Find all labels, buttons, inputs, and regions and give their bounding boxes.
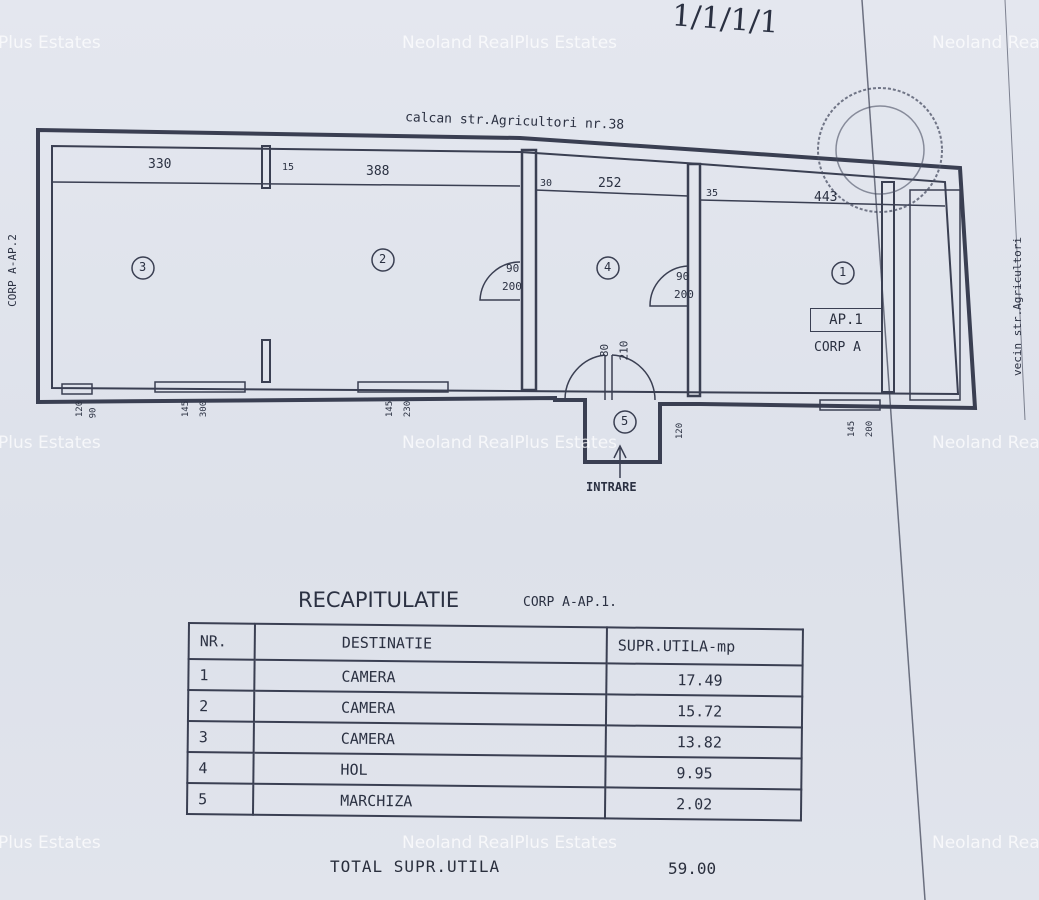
header-nr: NR.: [188, 623, 255, 660]
dim-label: 15: [282, 162, 295, 173]
window-dim: 230: [403, 400, 414, 418]
apartment-label: AP.1: [810, 308, 882, 332]
door-dim: 90: [506, 262, 520, 275]
room-number: 3: [139, 260, 147, 274]
cell-dest: CAMERA: [254, 659, 607, 695]
cell-nr: 2: [187, 690, 255, 722]
window-dim: 200: [865, 420, 876, 438]
watermark: Plus Estates: [0, 33, 101, 53]
room-number: 1: [839, 265, 847, 279]
table-row: 5 MARCHIZA 2.02: [186, 783, 802, 821]
cell-area: 2.02: [604, 787, 802, 821]
cell-area: 17.49: [606, 663, 803, 697]
cell-area-text: 9.95: [676, 763, 713, 783]
cell-dest-text: CAMERA: [340, 729, 396, 748]
header-dest: DESTINATIE: [254, 623, 607, 664]
watermark: Neoland Rea: [932, 433, 1039, 453]
cell-dest-text: CAMERA: [341, 698, 396, 717]
corp-label: CORP A: [814, 340, 861, 355]
room-number: 5: [621, 414, 629, 428]
corp-left-label: CORP A-AP.2: [5, 234, 19, 307]
cell-area-text: 15.72: [677, 701, 723, 721]
cell-area: 15.72: [605, 694, 803, 728]
room-number: 4: [604, 260, 612, 274]
window-dim: 145: [847, 420, 858, 438]
recap-subtitle: CORP A-AP.1.: [523, 595, 617, 610]
cell-dest: MARCHIZA: [252, 783, 606, 819]
recap-table: NR. DESTINATIE SUPR.UTILA-mp 1 CAMERA 17…: [186, 622, 804, 821]
door-dim: 90: [676, 270, 690, 283]
dim-label: 30: [540, 178, 553, 189]
recap-title: RECAPITULATIE: [298, 588, 460, 612]
cell-nr: 5: [186, 783, 254, 815]
window-dim: 90: [88, 407, 99, 419]
dim-label: 35: [706, 188, 719, 199]
cell-area: 9.95: [605, 756, 802, 790]
window-dim: 120: [75, 400, 86, 418]
cell-dest-text: MARCHIZA: [340, 791, 413, 810]
watermark: Neoland Rea: [932, 33, 1039, 53]
door-dim: 80: [598, 343, 612, 358]
entrance-label: INTRARE: [586, 480, 637, 494]
cell-dest: CAMERA: [253, 721, 606, 757]
cell-area-text: 17.49: [677, 670, 723, 690]
door-dim: 200: [674, 288, 694, 301]
cell-area-text: 2.02: [676, 794, 713, 813]
header-dest-text: DESTINATIE: [341, 633, 433, 653]
watermark: Plus Estates: [0, 433, 101, 453]
door-dim: 200: [502, 280, 522, 293]
dim-label: 330: [148, 157, 172, 172]
cell-area-text: 13.82: [676, 732, 723, 752]
header-area: SUPR.UTILA-mp: [606, 627, 803, 666]
dim-label: 388: [366, 164, 390, 179]
window-dim: 300: [199, 400, 210, 418]
total-label: TOTAL SUPR.UTILA: [330, 857, 501, 876]
watermark: Neoland RealPlus Estates: [402, 833, 618, 853]
dim-label: 252: [598, 176, 622, 191]
total-value: 59.00: [668, 859, 717, 878]
window-dim: 145: [385, 400, 396, 418]
cell-dest: HOL: [253, 752, 606, 788]
cell-dest-text: CAMERA: [341, 667, 396, 686]
watermark: Neoland RealPlus Estates: [402, 33, 618, 53]
neighbor-label: vecin str.Agricultori: [1011, 236, 1025, 377]
cell-nr: 3: [187, 721, 254, 753]
watermark: Neoland RealPlus Estates: [402, 433, 618, 453]
cell-dest: CAMERA: [253, 690, 607, 726]
room-number: 2: [379, 252, 387, 266]
cell-dest-text: HOL: [340, 760, 368, 779]
window-dim: 120: [675, 422, 686, 440]
dim-label: 443: [814, 190, 838, 205]
door-dim: 210: [617, 340, 631, 361]
watermark: Neoland Rea: [932, 833, 1039, 853]
window-dim: 145: [181, 400, 192, 418]
cell-nr: 1: [188, 659, 255, 691]
cell-nr: 4: [187, 752, 254, 784]
cell-area: 13.82: [605, 725, 802, 759]
watermark: Plus Estates: [0, 833, 101, 853]
